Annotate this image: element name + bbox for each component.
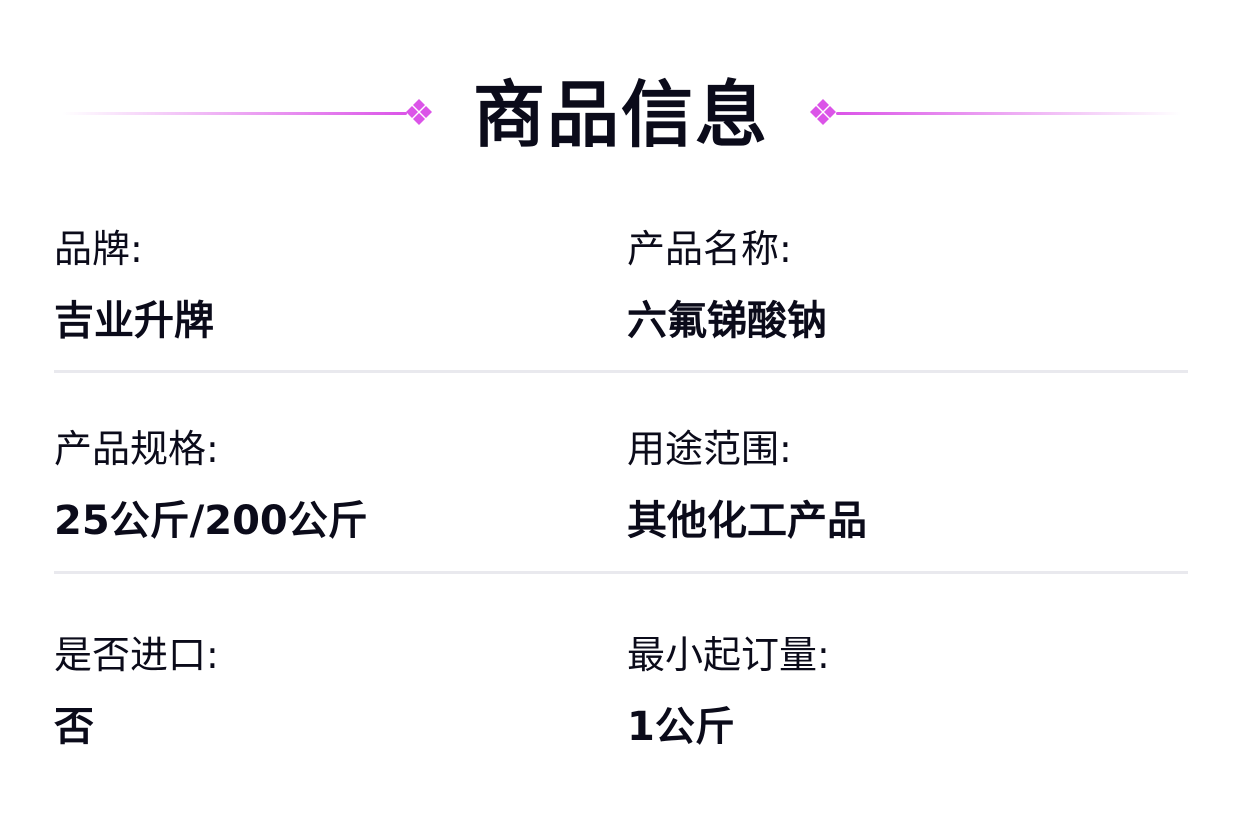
info-row: 是否进口: 否 最小起订量: 1公斤 [54,574,1188,774]
info-label: 产品名称: [627,227,792,271]
info-label: 品牌: [54,227,143,271]
info-value: 否 [54,704,94,750]
info-item-imported: 是否进口: 否 [54,628,614,754]
info-label: 最小起订量: [627,633,830,677]
info-item-brand: 品牌: 吉业升牌 [54,222,614,348]
diamond-ornament-icon [808,98,838,128]
decorative-line-left [62,112,407,115]
info-item-min-order: 最小起订量: 1公斤 [627,628,1187,754]
info-label: 用途范围: [627,427,792,471]
info-label: 是否进口: [54,633,219,677]
decorative-line-right [836,112,1181,115]
info-item-product-name: 产品名称: 六氟锑酸钠 [627,222,1187,348]
section-header: 商品信息 [0,60,1242,170]
info-value: 六氟锑酸钠 [627,298,827,344]
row-divider [54,571,1188,574]
info-value: 1公斤 [627,704,735,750]
diamond-ornament-icon [404,98,434,128]
info-value: 其他化工产品 [627,498,867,544]
info-row: 品牌: 吉业升牌 产品名称: 六氟锑酸钠 [54,222,1188,374]
info-value: 吉业升牌 [54,298,214,344]
info-row: 产品规格: 25公斤/200公斤 用途范围: 其他化工产品 [54,374,1188,574]
info-label: 产品规格: [54,427,219,471]
info-value: 25公斤/200公斤 [54,498,368,544]
product-info-grid: 品牌: 吉业升牌 产品名称: 六氟锑酸钠 产品规格: 25公斤/200公斤 用途… [54,222,1188,774]
info-item-spec: 产品规格: 25公斤/200公斤 [54,422,614,548]
info-item-usage: 用途范围: 其他化工产品 [627,422,1187,548]
section-title: 商品信息 [472,73,769,157]
row-divider [54,370,1188,373]
